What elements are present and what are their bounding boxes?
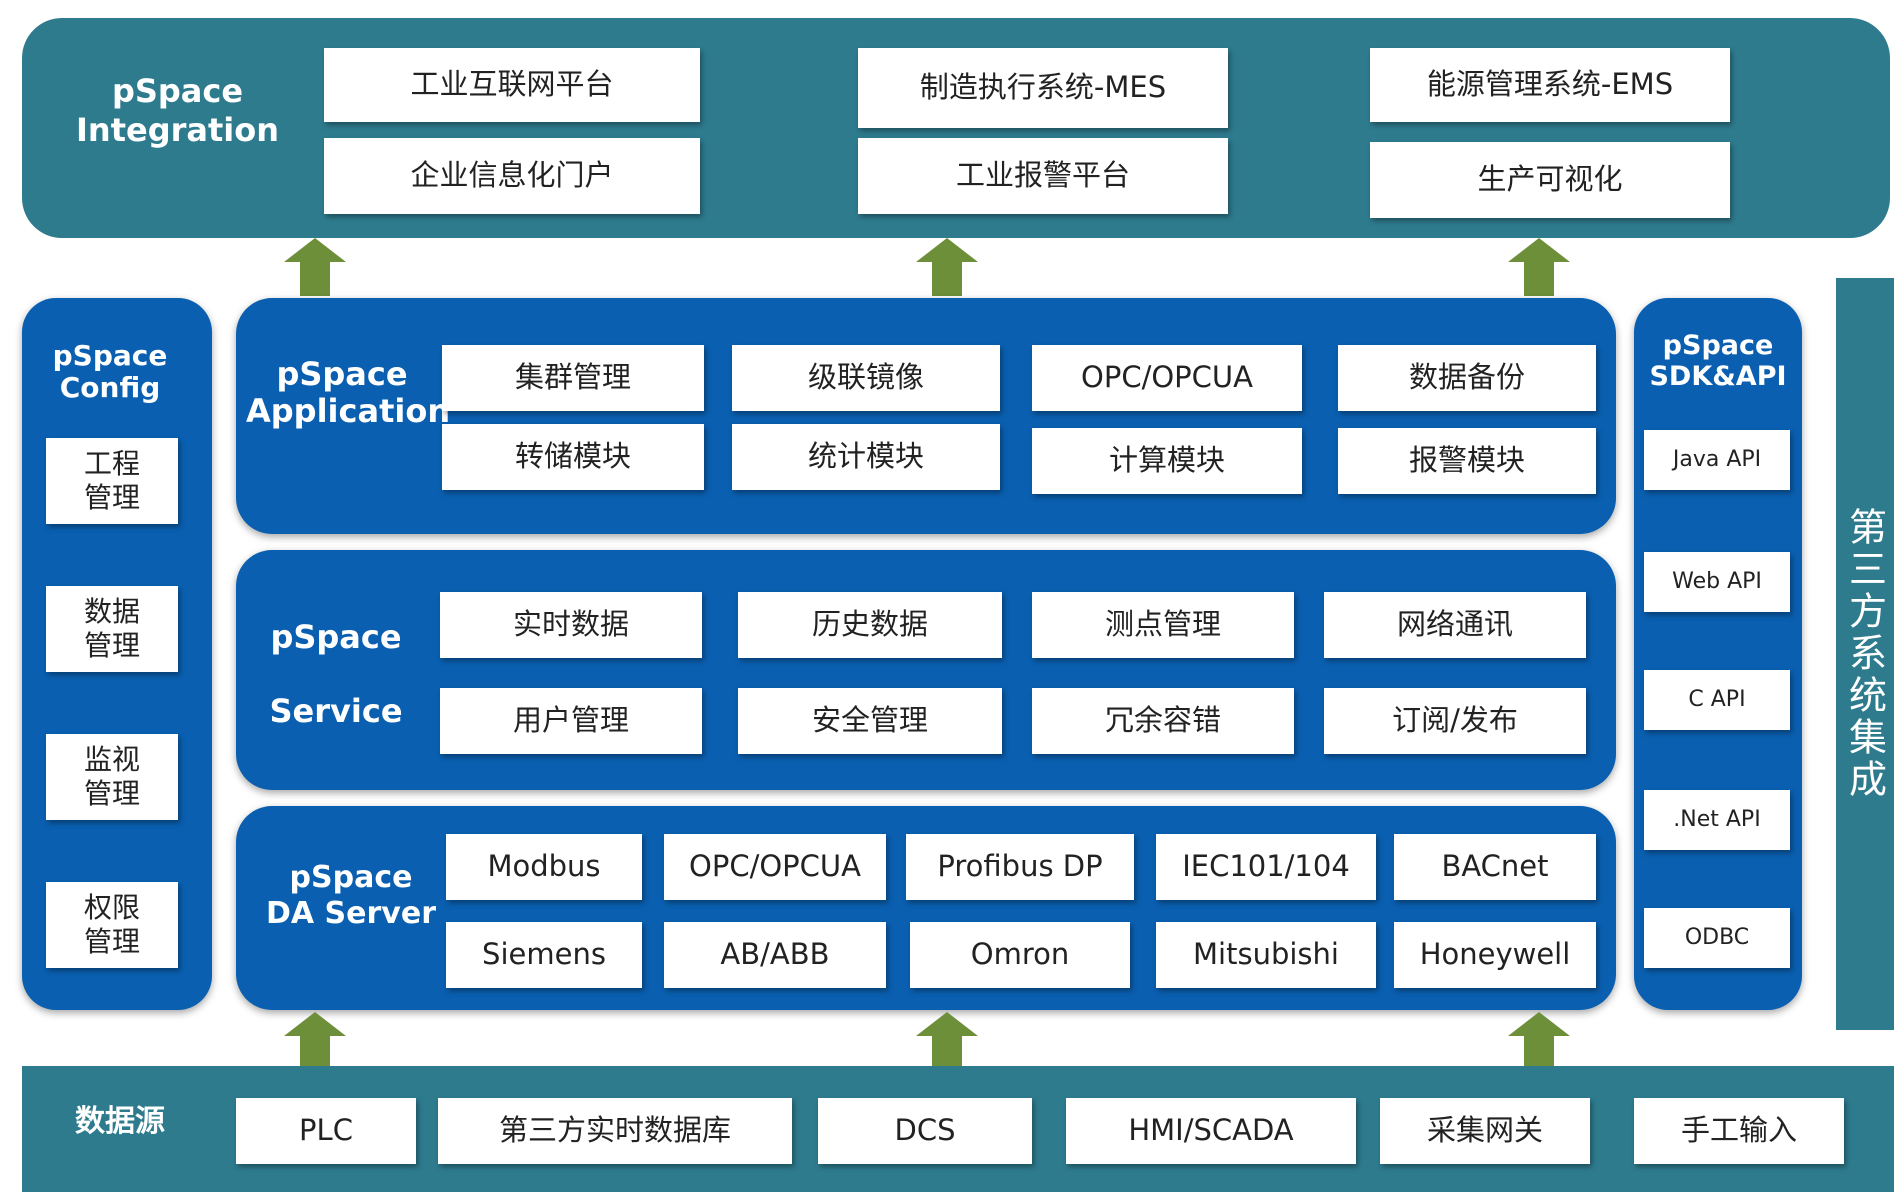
- application-item-dump: 转储模块: [442, 424, 704, 490]
- da-server-title: pSpace DA Server: [265, 860, 436, 931]
- integration-title: pSpace Integration: [76, 72, 279, 150]
- datasource-title: 数据源: [75, 1104, 165, 1139]
- application-item-calculation: 计算模块: [1032, 428, 1302, 494]
- up-arrow-icon: [1508, 238, 1570, 296]
- service-item-network: 网络通讯: [1324, 592, 1586, 658]
- application-item-cascade-mirror: 级联镜像: [732, 345, 1000, 411]
- application-item-backup: 数据备份: [1338, 345, 1596, 411]
- da-item-profibus: Profibus DP: [906, 834, 1134, 900]
- datasource-item-dcs: DCS: [818, 1098, 1032, 1164]
- service-panel: [236, 550, 1616, 790]
- application-item-statistics: 统计模块: [732, 424, 1000, 490]
- up-arrow-icon: [1508, 1012, 1570, 1070]
- config-item-monitor: 监视 管理: [46, 734, 178, 820]
- sdk-item-dotnet: .Net API: [1644, 790, 1790, 850]
- datasource-item-manual-input: 手工输入: [1634, 1098, 1844, 1164]
- sdk-item-java: Java API: [1644, 430, 1790, 490]
- application-item-alarm: 报警模块: [1338, 428, 1596, 494]
- integration-item-enterprise-portal: 企业信息化门户: [324, 138, 700, 214]
- service-item-history: 历史数据: [738, 592, 1002, 658]
- config-item-permission: 权限 管理: [46, 882, 178, 968]
- config-item-project: 工程 管理: [46, 438, 178, 524]
- service-item-realtime: 实时数据: [440, 592, 702, 658]
- sdk-title: pSpace SDK&API: [1649, 330, 1787, 393]
- service-item-user-management: 用户管理: [440, 688, 702, 754]
- application-item-cluster: 集群管理: [442, 345, 704, 411]
- service-title-line2: Service: [269, 692, 403, 730]
- sdk-item-c: C API: [1644, 670, 1790, 730]
- integration-item-iiot-platform: 工业互联网平台: [324, 48, 700, 122]
- da-item-omron: Omron: [910, 922, 1130, 988]
- integration-item-visualization: 生产可视化: [1370, 142, 1730, 218]
- sdk-panel: [1634, 298, 1802, 1010]
- datasource-item-gateway: 采集网关: [1380, 1098, 1590, 1164]
- integration-item-alarm-platform: 工业报警平台: [858, 138, 1228, 214]
- integration-item-ems: 能源管理系统-EMS: [1370, 48, 1730, 122]
- application-panel: [236, 298, 1616, 534]
- sdk-item-odbc: ODBC: [1644, 908, 1790, 968]
- third-party-label: 第三方系统集成: [1842, 507, 1887, 801]
- config-title: pSpace Config: [52, 339, 168, 405]
- integration-item-mes: 制造执行系统-MES: [858, 48, 1228, 128]
- up-arrow-icon: [284, 1012, 346, 1070]
- da-item-opc: OPC/OPCUA: [664, 834, 886, 900]
- da-item-ab-abb: AB/ABB: [664, 922, 886, 988]
- datasource-item-hmi-scada: HMI/SCADA: [1066, 1098, 1356, 1164]
- da-item-modbus: Modbus: [446, 834, 642, 900]
- service-title-line1: pSpace: [270, 618, 402, 656]
- datasource-item-third-party-rtdb: 第三方实时数据库: [438, 1098, 792, 1164]
- service-item-security: 安全管理: [738, 688, 1002, 754]
- third-party-bar: [1836, 278, 1894, 1030]
- service-item-pubsub: 订阅/发布: [1324, 688, 1586, 754]
- da-item-mitsubishi: Mitsubishi: [1156, 922, 1376, 988]
- sdk-item-web: Web API: [1644, 552, 1790, 612]
- da-item-iec: IEC101/104: [1156, 834, 1376, 900]
- application-item-opc: OPC/OPCUA: [1032, 345, 1302, 411]
- da-item-siemens: Siemens: [446, 922, 642, 988]
- datasource-item-plc: PLC: [236, 1098, 416, 1164]
- da-item-honeywell: Honeywell: [1394, 922, 1596, 988]
- up-arrow-icon: [284, 238, 346, 296]
- config-item-data: 数据 管理: [46, 586, 178, 672]
- service-item-tag-management: 测点管理: [1032, 592, 1294, 658]
- service-item-redundancy: 冗余容错: [1032, 688, 1294, 754]
- up-arrow-icon: [916, 238, 978, 296]
- application-title: pSpace Application: [246, 355, 451, 430]
- up-arrow-icon: [916, 1012, 978, 1070]
- da-item-bacnet: BACnet: [1394, 834, 1596, 900]
